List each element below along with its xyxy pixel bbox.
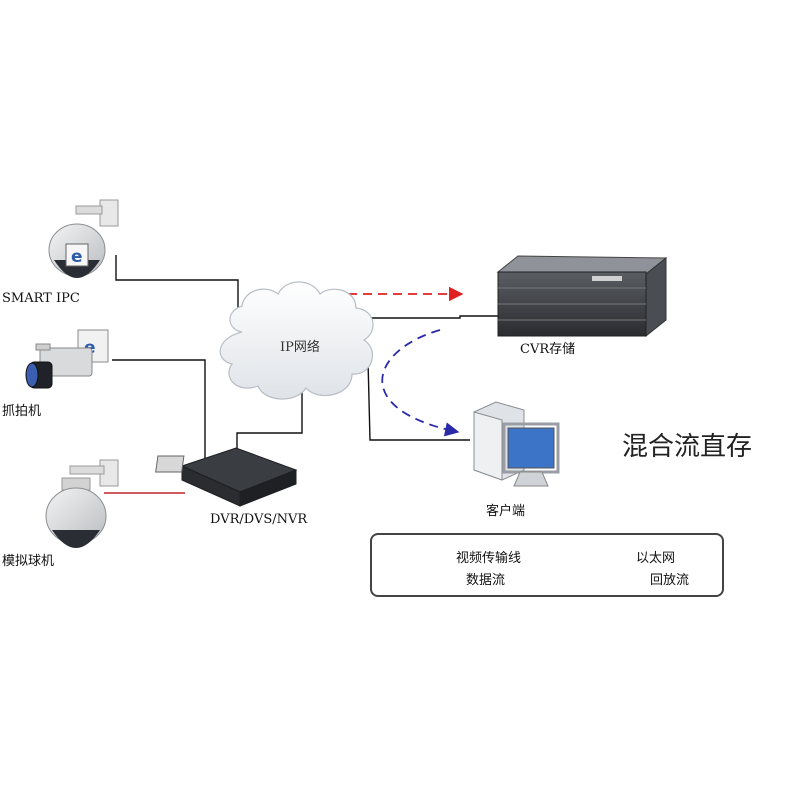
cvr-label: CVR存储 (520, 342, 576, 357)
analog-dome-camera (45, 459, 119, 548)
link-capture-cloud (112, 359, 206, 470)
playback-flow-arrow (381, 329, 460, 437)
capture-camera: e (25, 329, 109, 389)
ethernet-links (112, 255, 498, 470)
link-dvr-cloud (236, 392, 303, 450)
legend (370, 533, 724, 597)
legend-video-line-label: 视频传输线 (456, 551, 522, 566)
client-label: 客户端 (486, 504, 526, 519)
analog-dome-label: 模拟球机 (2, 554, 55, 569)
link-cloud-client (367, 359, 470, 441)
dvr-label: DVR/DVS/NVR (210, 512, 308, 527)
smart-ipc-label: SMART IPC (2, 291, 80, 306)
diagram-title: 混合流直存 (622, 432, 753, 462)
client-computer (473, 401, 560, 487)
cvr-storage (496, 255, 668, 338)
legend-ethernet-label: 以太网 (636, 551, 676, 566)
legend-data-flow-label: 数据流 (466, 573, 506, 588)
link-ipc-cloud (115, 255, 239, 312)
legend-playback-flow-label: 回放流 (650, 573, 690, 588)
capture-camera-label: 抓拍机 (2, 404, 42, 419)
smart-ipc-camera: e (48, 199, 119, 278)
svg-text:e: e (71, 247, 83, 267)
ip-network-cloud (219, 281, 374, 400)
link-cloud-cvr (368, 315, 498, 319)
network-label: IP网络 (280, 340, 320, 355)
dvr-device (155, 447, 298, 507)
